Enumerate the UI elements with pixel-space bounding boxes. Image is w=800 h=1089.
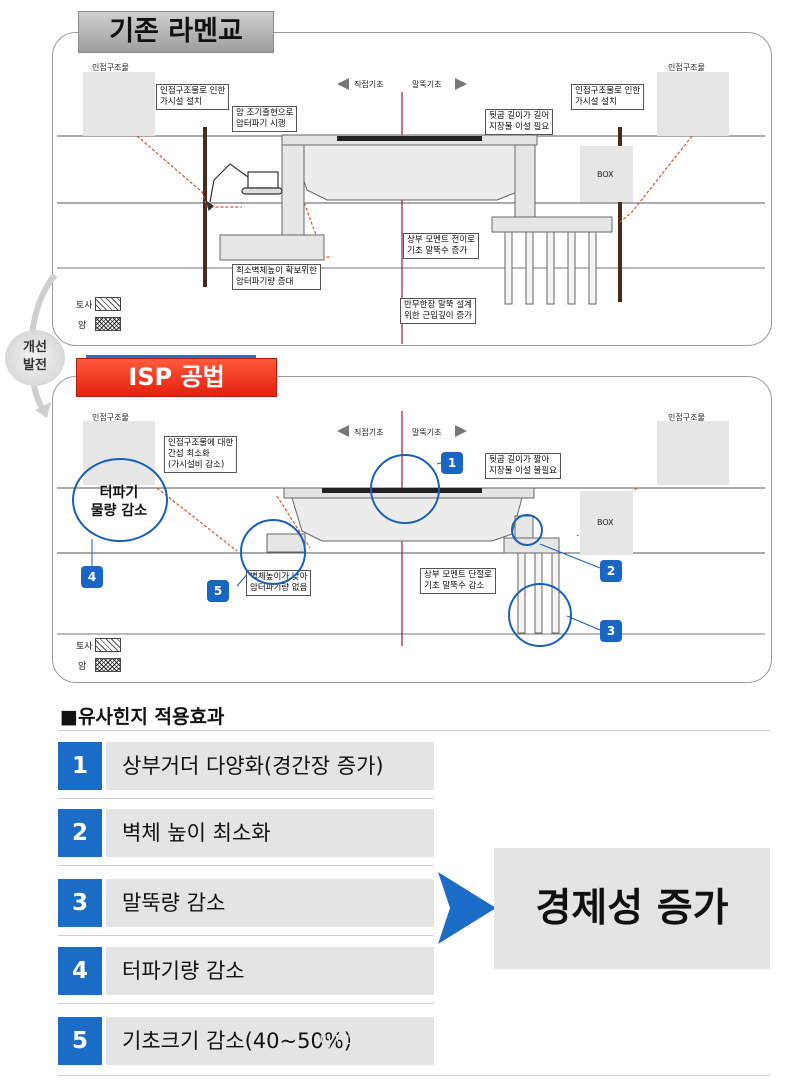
divider xyxy=(58,1075,770,1076)
adjacent-structure-right xyxy=(657,72,729,136)
direct-foundation-label: 직접기초 xyxy=(354,428,384,437)
effect-number-5: 5 xyxy=(58,1017,102,1065)
improvement-label-line1: 개선 xyxy=(23,340,47,355)
legend-soil-label: 토사 xyxy=(76,301,93,311)
excavator-icon xyxy=(206,163,283,212)
legend-rock-label: 암 xyxy=(78,662,87,672)
effect-number-4: 4 xyxy=(58,947,102,995)
temp-wall-right xyxy=(618,127,622,302)
note-moment-transfer: 상부 모멘트 전이로 기초 말뚝수 증가 xyxy=(403,233,479,259)
isp-method-tab: ISP 공법 xyxy=(76,358,277,397)
excavation-line-left xyxy=(136,135,242,208)
pile-group xyxy=(504,231,597,305)
connector-2 xyxy=(539,543,601,569)
legend-soil-swatch xyxy=(95,297,121,311)
improvement-label: 개선 발전 xyxy=(5,330,65,386)
excavation-line-right xyxy=(619,135,693,223)
economic-result: 경제성 증가 xyxy=(494,848,770,969)
badge-5: 5 xyxy=(207,580,229,602)
legend-rock-swatch xyxy=(95,658,121,672)
adjacent-label-left: 인접구조물 xyxy=(92,63,129,72)
note-rock-excavation: 암 조기출현으로 암터파기 시행 xyxy=(232,106,298,132)
left-footing xyxy=(219,234,325,261)
note-fixed-pile: 반무한장 말뚝 설계 위한 근입깊이 증가 xyxy=(400,298,476,324)
callout-circle-4 xyxy=(72,458,168,542)
note-moment-cut: 상부 모멘트 단절로 기초 말뚝수 감소 xyxy=(420,568,496,594)
divider xyxy=(58,1003,434,1004)
isp-tab-accent xyxy=(86,355,256,359)
box-culvert xyxy=(580,491,633,555)
arrow-right xyxy=(455,78,467,90)
adjacent-label-left: 인접구조물 xyxy=(92,413,129,422)
divider xyxy=(58,935,434,936)
effect-text-5: 기초크기 감소(40~50%) xyxy=(106,1017,434,1065)
callout-circle-5 xyxy=(240,519,306,585)
effect-text-3: 말뚝량 감소 xyxy=(106,879,434,927)
result-arrow-icon xyxy=(438,872,496,944)
effect-text-2: 벽체 높이 최소화 xyxy=(106,809,434,857)
direct-foundation-label: 직접기초 xyxy=(354,80,384,89)
connector-3 xyxy=(566,615,601,631)
effect-number-3: 3 xyxy=(58,879,102,927)
section-title: ■유사힌지 적용효과 xyxy=(60,706,225,728)
pile-foundation-label: 말뚝기초 xyxy=(412,80,442,89)
box-culvert xyxy=(580,146,633,202)
note-wall-height: 최소벽체높이 확보위한 암터파기량 증대 xyxy=(232,264,321,290)
pile-foundation-label: 말뚝기초 xyxy=(412,428,442,437)
divider xyxy=(58,865,434,866)
effect-text-1: 상부거더 다양화(경간장 증가) xyxy=(106,742,434,790)
note-backfill-long: 뒷굽 길이가 길어 지장물 이설 필요 xyxy=(485,109,554,135)
effect-number-2: 2 xyxy=(58,809,102,857)
callout-circle-3 xyxy=(508,583,572,647)
callout-circle-2 xyxy=(511,514,543,546)
divider xyxy=(58,798,434,799)
note-temp-wall-right: 인접구조물로 인한 가시설 설치 xyxy=(571,84,645,110)
effect-text-4: 터파기량 감소 xyxy=(106,947,434,995)
legend-rock-swatch xyxy=(95,317,121,331)
box-label: BOX xyxy=(597,518,614,527)
adjacent-label-right: 인접구조물 xyxy=(668,63,705,72)
arrow-left xyxy=(337,425,349,437)
legend-soil-label: 토사 xyxy=(76,642,93,652)
box-label: BOX xyxy=(597,170,614,179)
arrow-right xyxy=(455,425,467,437)
adjacent-structure-left xyxy=(83,72,155,136)
note-backfill-short: 뒷굽 길이가 짧아 지장물 이설 불필요 xyxy=(485,453,561,479)
adjacent-label-right: 인접구조물 xyxy=(668,413,705,422)
left-abutment xyxy=(281,144,305,236)
badge-3: 3 xyxy=(600,620,622,642)
right-footing xyxy=(491,216,613,233)
improvement-label-line2: 발전 xyxy=(23,358,47,373)
legend-rock-label: 암 xyxy=(78,321,87,331)
temp-wall-left xyxy=(203,127,207,287)
badge-4: 4 xyxy=(81,566,103,588)
note-temp-wall-left: 인접구조물로 인한 가시설 설치 xyxy=(156,84,230,110)
arrow-left xyxy=(337,78,349,90)
divider xyxy=(58,730,770,731)
note-interference: 인접구조물에 대한 간섭 최소화 (가시설비 감소) xyxy=(164,436,238,473)
rahmen-body xyxy=(291,144,528,201)
badge-2: 2 xyxy=(600,560,622,582)
excavation-line-left xyxy=(156,487,238,552)
badge-1: 1 xyxy=(441,452,463,474)
existing-rahmen-tab: 기존 라멘교 xyxy=(78,11,274,53)
right-abutment xyxy=(514,144,536,218)
existing-rahmen-diagram xyxy=(57,78,765,344)
deck-top xyxy=(337,136,482,141)
effect-number-1: 1 xyxy=(58,742,102,790)
adjacent-structure-right xyxy=(657,421,729,485)
excavation-reduction-callout: 터파기 물량 감소 xyxy=(90,485,148,519)
legend-soil-swatch xyxy=(95,638,121,652)
callout-circle-1 xyxy=(370,454,440,524)
watermark: 씨지니어링 xyxy=(318,1032,388,1050)
